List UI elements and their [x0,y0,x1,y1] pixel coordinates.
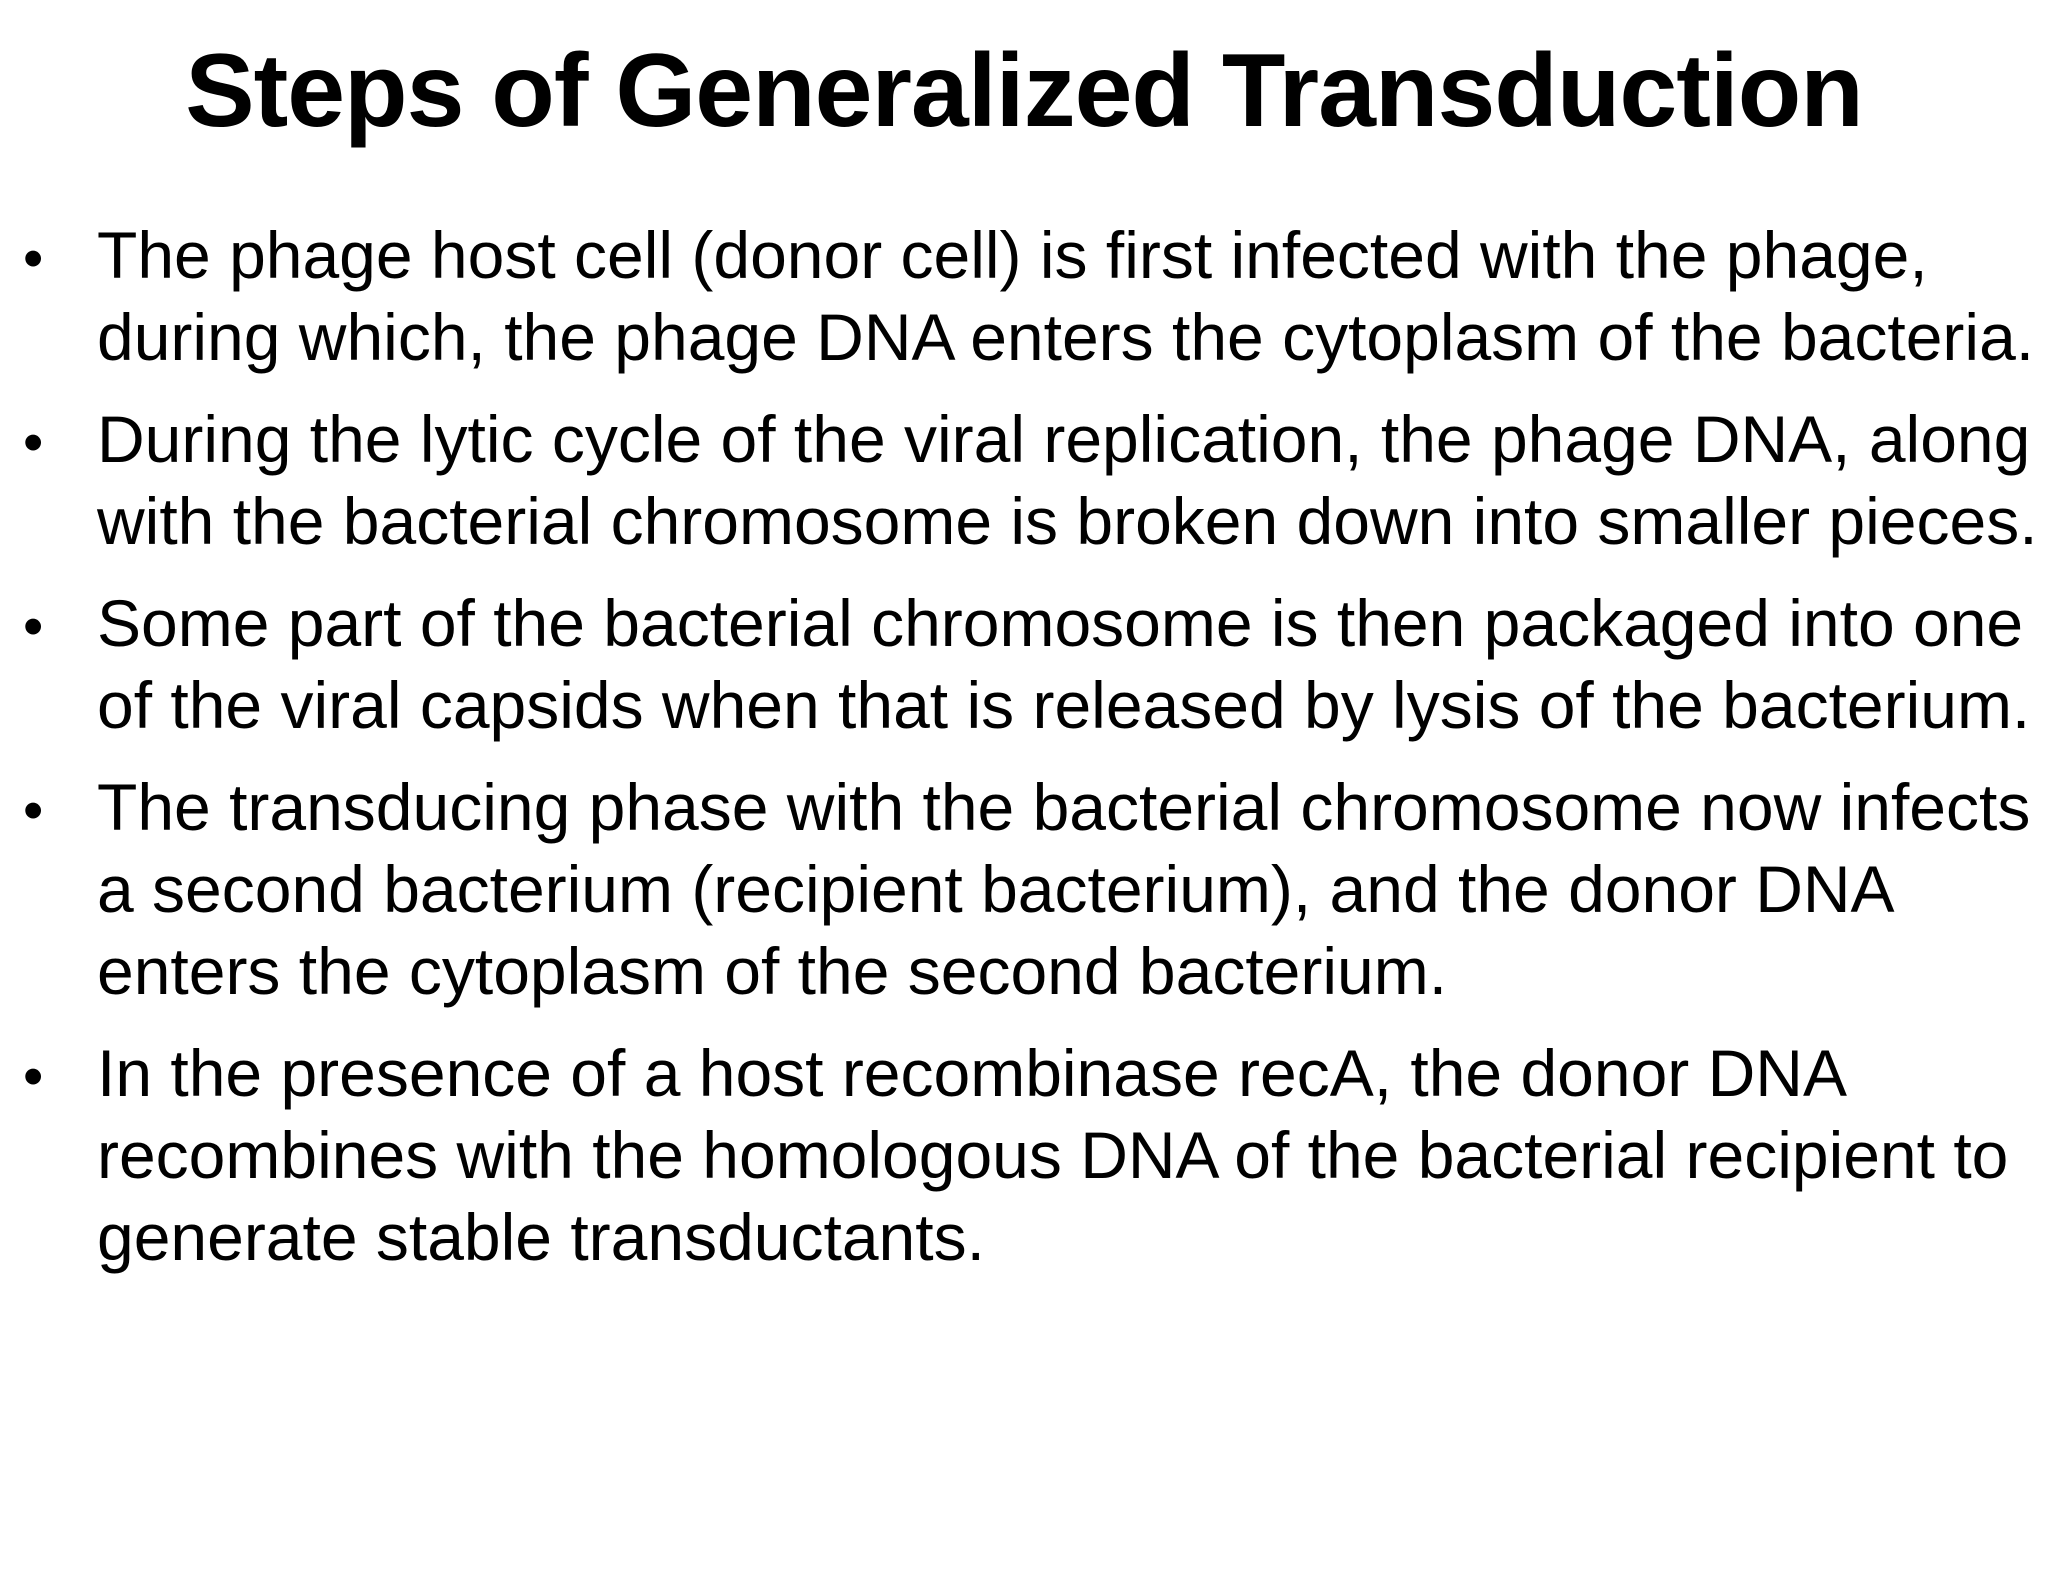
bullet-text: Some part of the bacterial chromosome is… [97,586,2031,742]
bullet-icon: • [23,594,44,659]
bullet-icon: • [23,410,44,475]
bullet-icon: • [23,1044,44,1109]
bullet-text: The phage host cell (donor cell) is firs… [97,218,2035,374]
bullet-item: • In the presence of a host recombinase … [0,1032,2044,1278]
bullet-item: • The phage host cell (donor cell) is fi… [0,214,2044,378]
bullet-item: • The transducing phase with the bacteri… [0,766,2044,1012]
slide-title: Steps of Generalized Transduction [185,33,1864,149]
bullet-icon: • [23,778,44,843]
slide: Steps of Generalized Transduction • The … [0,34,2048,1570]
bullet-text: During the lytic cycle of the viral repl… [97,402,2038,558]
bullet-icon: • [23,226,44,291]
bullet-text: The transducing phase with the bacterial… [97,770,2031,1008]
bullet-item: • Some part of the bacterial chromosome … [0,582,2044,746]
bullet-text: In the presence of a host recombinase re… [97,1036,2009,1274]
bullet-item: • During the lytic cycle of the viral re… [0,398,2044,562]
bullet-list: • The phage host cell (donor cell) is fi… [0,214,2048,1278]
